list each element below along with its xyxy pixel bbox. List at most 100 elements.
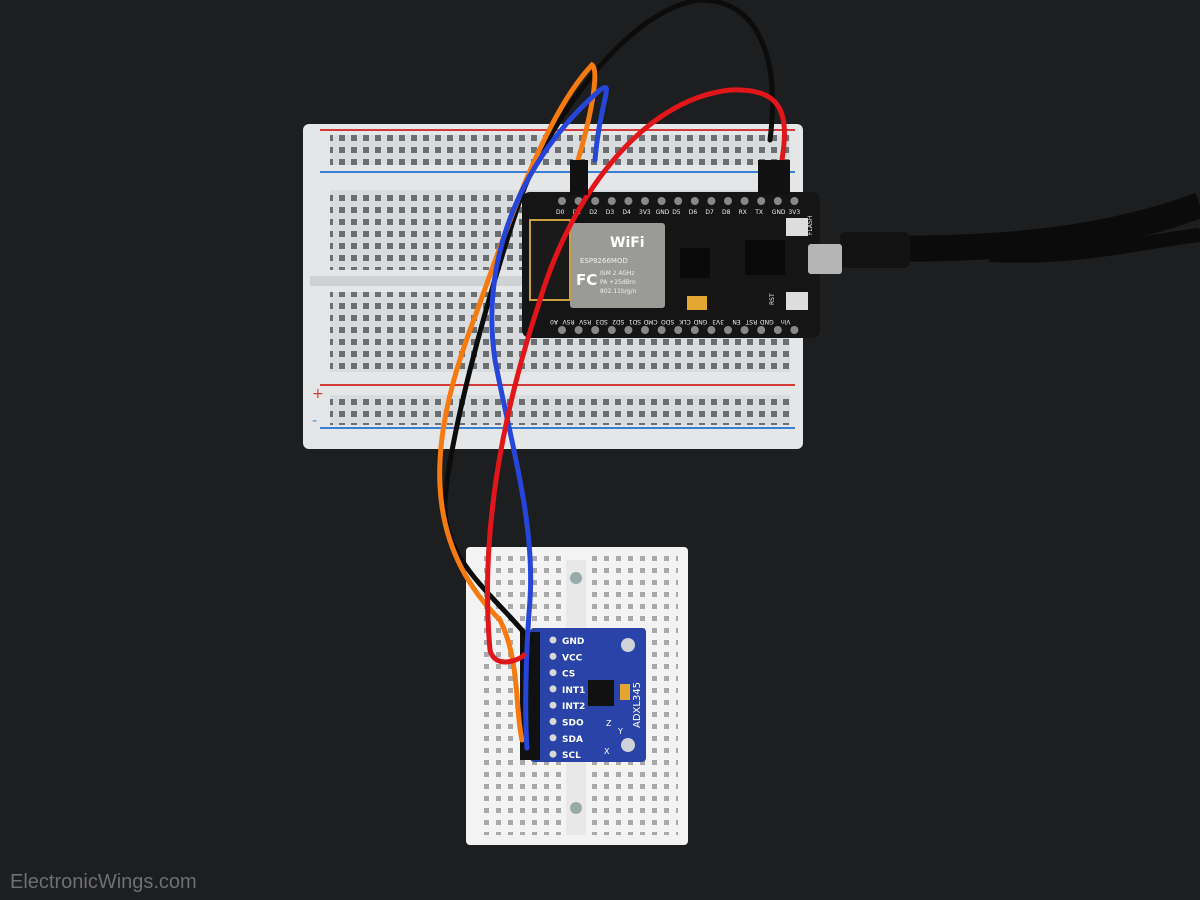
module-spec: PA +25dBm xyxy=(600,279,636,286)
sensor-pin-label: SDO xyxy=(562,719,584,729)
pin-label: 3V3 xyxy=(712,318,724,325)
pin-hole xyxy=(707,326,716,334)
pin-label: D2 xyxy=(589,209,598,216)
pin-hole xyxy=(740,197,749,205)
pin-hole xyxy=(773,326,782,334)
pin-hole xyxy=(641,326,649,334)
pin-hole xyxy=(624,197,633,205)
sensor-pin-label: INT2 xyxy=(562,702,585,712)
wire-red xyxy=(484,87,787,665)
flash-button[interactable] xyxy=(786,218,808,236)
pin-label: Vin xyxy=(781,318,791,325)
pin-label: 3V3 xyxy=(788,209,800,216)
sensor-pin xyxy=(549,652,557,660)
pin-label: CLK xyxy=(678,318,691,325)
pin-label: D8 xyxy=(722,209,731,216)
pin-label: SD2 xyxy=(612,318,624,325)
sensor-name: ADXL345 xyxy=(632,682,643,728)
pin-label: D4 xyxy=(622,209,631,216)
rail-plus-label: + xyxy=(312,386,324,402)
pin-hole xyxy=(641,197,649,205)
pin-hole xyxy=(740,326,749,334)
pin-label: SD1 xyxy=(629,318,641,325)
pin-hole xyxy=(657,197,666,205)
sensor-pin xyxy=(549,750,557,758)
pin-hole xyxy=(757,197,766,205)
pin-label: GND xyxy=(772,209,786,216)
sensor-pin xyxy=(549,685,557,693)
pin-label: SD3 xyxy=(595,318,607,325)
rail-minus-label: - xyxy=(312,413,317,429)
axis-z-label: Z xyxy=(606,719,612,728)
pin-label: RX xyxy=(739,209,747,216)
fc-logo: FC xyxy=(576,271,597,289)
usb-cable xyxy=(839,192,1200,268)
pin-hole xyxy=(690,326,699,334)
pin-hole xyxy=(790,326,799,334)
pin-label: GND xyxy=(656,209,670,216)
pin-hole xyxy=(690,197,699,205)
pin-hole xyxy=(657,326,666,334)
pin-label: RST xyxy=(745,318,757,325)
sensor-pin xyxy=(549,669,557,677)
pin-hole xyxy=(757,326,766,334)
wire-orange xyxy=(437,61,598,743)
pin-hole xyxy=(674,197,683,205)
jumper-wires xyxy=(437,0,790,751)
sensor-pin-label: INT1 xyxy=(562,686,585,696)
pin-label: GND xyxy=(693,318,707,325)
sensor-pin-label: VCC xyxy=(562,653,583,663)
rst-button[interactable] xyxy=(786,292,808,310)
wifi-logo: WiFi xyxy=(610,235,645,251)
sensor-pin-label: CS xyxy=(562,670,575,680)
module-spec: 802.11b/g/n xyxy=(600,288,637,295)
pin-hole xyxy=(724,326,732,334)
pin-label: EN xyxy=(732,318,740,325)
wire-blue xyxy=(489,85,609,751)
pin-label: D7 xyxy=(705,209,714,216)
sensor-pin-label: SDA xyxy=(562,735,583,745)
sensor-pin-label: GND xyxy=(562,637,584,647)
sensor-pin xyxy=(549,718,557,725)
pin-label: RSV xyxy=(562,318,575,325)
sensor-pin xyxy=(549,701,557,709)
pin-hole xyxy=(707,197,716,205)
watermark: ElectronicWings.com xyxy=(10,871,197,893)
pin-hole xyxy=(607,326,616,334)
pin-label: D0 xyxy=(556,209,565,216)
pin-hole xyxy=(773,197,782,205)
pin-hole xyxy=(591,197,600,205)
pin-label: CMD xyxy=(643,318,657,325)
pin-label: SDO xyxy=(661,318,674,325)
pin-hole xyxy=(558,326,566,334)
module-name: ESP8266MOD xyxy=(580,257,628,265)
pin-label: D3 xyxy=(606,209,615,216)
flash-label: FLASH xyxy=(807,216,814,235)
pin-hole xyxy=(558,197,566,205)
micro-usb-port xyxy=(808,244,842,274)
axis-y-label: Y xyxy=(617,727,623,736)
sensor-pin-label: SCL xyxy=(562,751,581,761)
pin-label: D5 xyxy=(672,209,681,216)
pin-hole xyxy=(607,197,616,205)
pin-label: GND xyxy=(760,318,774,325)
pin-label: D6 xyxy=(689,209,698,216)
esp8266-module xyxy=(570,223,665,308)
rst-label: RST xyxy=(769,293,776,305)
sensor-pin xyxy=(549,734,557,742)
pin-hole xyxy=(591,326,600,334)
pin-hole xyxy=(790,197,799,205)
pin-label: A0 xyxy=(550,318,558,325)
sensor-pin xyxy=(549,636,557,644)
module-spec: ISM 2.4GHz xyxy=(600,270,635,277)
axis-x-label: X xyxy=(604,747,610,756)
pin-hole xyxy=(674,326,683,334)
pin-label: 3V3 xyxy=(639,209,651,216)
pin-hole xyxy=(624,326,633,334)
pin-label: RSV xyxy=(578,318,591,325)
